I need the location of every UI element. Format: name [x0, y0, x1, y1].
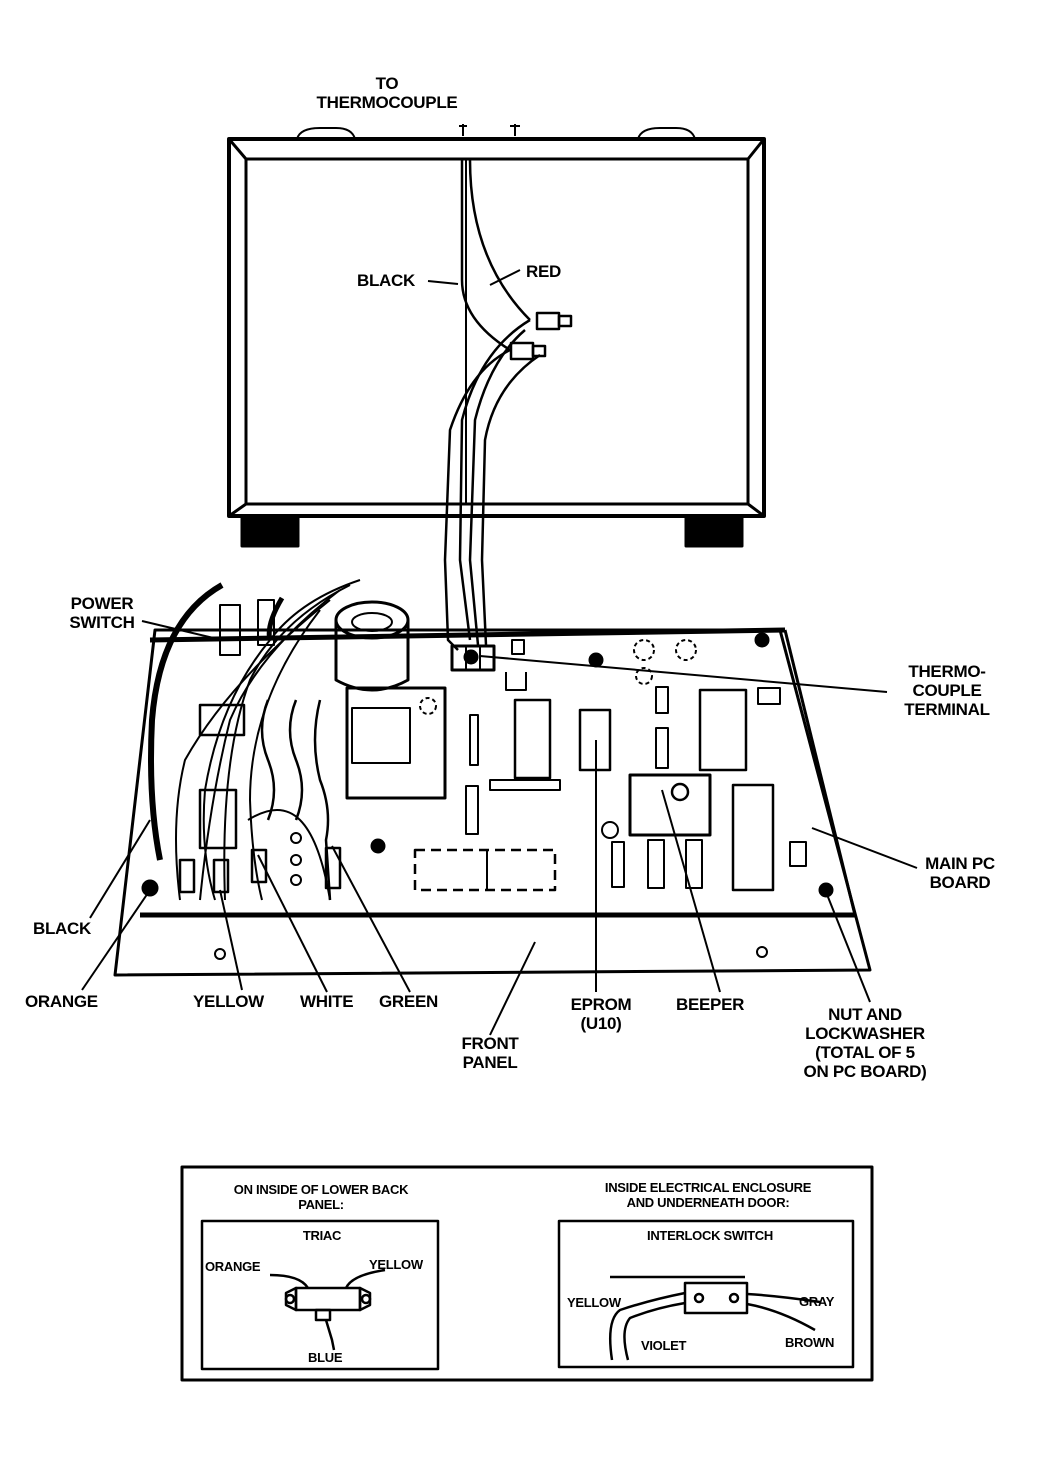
label-line: AND UNDERNEATH DOOR: — [626, 1195, 790, 1210]
label-yellow: YELLOW — [193, 992, 264, 1011]
triac-label-blue: BLUE — [308, 1350, 343, 1365]
label-white: WHITE — [300, 992, 354, 1011]
label-red-top: RED — [526, 262, 561, 281]
label-line: SWITCH — [69, 613, 135, 632]
label-line: EPROM — [570, 995, 632, 1014]
label-line: MAIN PC — [925, 854, 995, 873]
label-line: BOARD — [929, 873, 991, 892]
triac-label-yellow: YELLOW — [369, 1257, 423, 1272]
label-line: ON INSIDE OF LOWER BACK — [233, 1182, 409, 1197]
label-line: COUPLE — [912, 681, 982, 700]
label-power-switch: POWER SWITCH — [52, 594, 152, 632]
interlock-label-violet: VIOLET — [641, 1338, 687, 1353]
label-line: INSIDE ELECTRICAL ENCLOSURE — [604, 1180, 812, 1195]
label-green: GREEN — [379, 992, 438, 1011]
thermocouple-wires — [443, 159, 573, 651]
inset-left-heading: ON INSIDE OF LOWER BACK PANEL: — [196, 1182, 446, 1212]
triac-title: TRIAC — [302, 1228, 342, 1243]
triac-drawing — [269, 1268, 386, 1351]
label-line: LOCKWASHER — [805, 1024, 925, 1043]
label-main-pc-board: MAIN PC BOARD — [912, 854, 1008, 892]
triac-label-orange: ORANGE — [205, 1259, 261, 1274]
label-line: NUT AND — [828, 1005, 902, 1024]
label-beeper: BEEPER — [676, 995, 745, 1014]
control-tray — [113, 579, 872, 977]
interlock-switch-drawing — [609, 1275, 821, 1361]
label-line: (TOTAL OF 5 — [815, 1043, 915, 1062]
label-eprom: EPROM (U10) — [556, 995, 646, 1033]
interlock-switch-title: INTERLOCK SWITCH — [647, 1228, 773, 1243]
label-line: POWER — [70, 594, 134, 613]
label-line: PANEL: — [298, 1197, 344, 1212]
interlock-label-brown: BROWN — [785, 1335, 835, 1350]
label-thermocouple-terminal: THERMO- COUPLE TERMINAL — [888, 662, 1006, 719]
label-line: ON PC BOARD) — [803, 1062, 927, 1081]
inset-right-heading: INSIDE ELECTRICAL ENCLOSURE AND UNDERNEA… — [558, 1180, 858, 1210]
leader-lines — [81, 269, 918, 1036]
label-front-panel: FRONT PANEL — [445, 1034, 535, 1072]
label-line: TERMINAL — [904, 700, 990, 719]
label-black: BLACK — [33, 919, 91, 938]
label-black-top: BLACK — [357, 271, 415, 290]
interlock-label-gray: GRAY — [799, 1294, 835, 1309]
label-line: FRONT — [461, 1034, 519, 1053]
label-to-thermocouple: TO THERMOCOUPLE — [302, 74, 472, 112]
label-line: THERMO- — [908, 662, 986, 681]
label-line: PANEL — [462, 1053, 518, 1072]
label-line: THERMOCOUPLE — [316, 93, 458, 112]
inset-box — [180, 1165, 874, 1382]
oven-cabinet — [227, 124, 766, 548]
interlock-label-yellow: YELLOW — [567, 1295, 621, 1310]
label-nut-lockwasher: NUT AND LOCKWASHER (TOTAL OF 5 ON PC BOA… — [780, 1005, 950, 1081]
label-line: TO — [375, 74, 399, 93]
label-line: (U10) — [580, 1014, 622, 1033]
label-orange: ORANGE — [25, 992, 98, 1011]
